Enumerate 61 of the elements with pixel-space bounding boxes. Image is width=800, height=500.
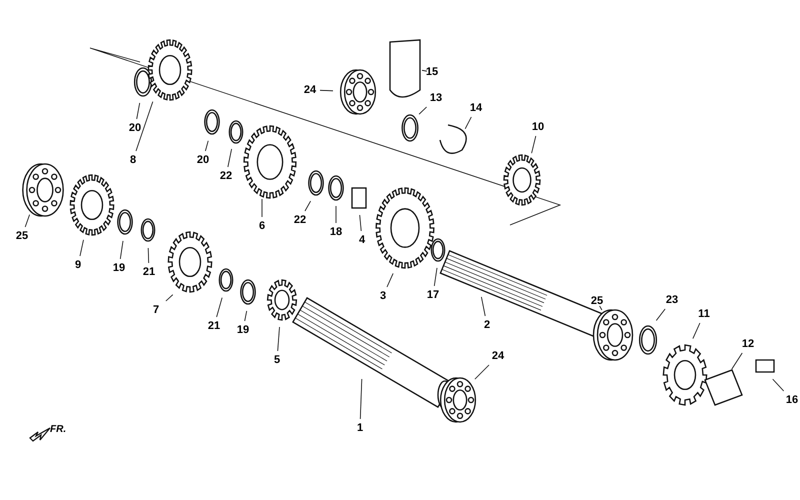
leader-line <box>531 136 536 154</box>
leader-line <box>434 268 438 286</box>
leader-line <box>464 116 472 130</box>
callout-number: 21 <box>208 320 220 332</box>
callout-number: 22 <box>294 214 306 226</box>
callout-number: 8 <box>130 154 136 166</box>
callout-number: 19 <box>112 262 126 274</box>
callout-number: 20 <box>128 122 142 134</box>
callout-number: 10 <box>532 121 544 133</box>
leader-line <box>148 248 150 264</box>
leader-line <box>360 378 362 420</box>
leader-line <box>216 297 222 318</box>
callout-number: 20 <box>196 154 210 166</box>
leader-line <box>80 239 84 256</box>
callout-number: 2 <box>484 319 490 331</box>
leader-line <box>320 90 334 92</box>
leader-line <box>244 310 248 322</box>
leader-line <box>422 70 428 72</box>
callout-number: 15 <box>426 66 438 78</box>
leader-line <box>136 102 140 120</box>
leader-line <box>24 214 30 228</box>
callout-number: 25 <box>590 295 604 307</box>
direction-label: FR. <box>50 424 66 435</box>
callout-number: 5 <box>274 354 280 366</box>
callout-number: 24 <box>304 84 316 96</box>
callout-number: 14 <box>470 102 482 114</box>
callout-number: 13 <box>430 92 442 104</box>
callout-number: 17 <box>426 289 440 301</box>
callout-number: 16 <box>786 394 798 406</box>
leader-line <box>277 326 280 352</box>
callout-number: 6 <box>258 220 266 232</box>
callout-number: 3 <box>380 290 386 302</box>
leader-line <box>772 378 784 392</box>
leader-line <box>205 140 209 152</box>
leader-line <box>304 200 311 212</box>
leader-line <box>481 296 486 316</box>
leader-line <box>656 308 666 321</box>
callout-number: 12 <box>742 338 754 350</box>
leader-line <box>120 240 124 260</box>
callout-number: 21 <box>142 266 156 278</box>
leader-line <box>599 306 602 310</box>
leader-line <box>418 106 427 115</box>
leader-line <box>474 364 490 380</box>
callout-number: 25 <box>16 230 28 242</box>
callout-number: 7 <box>152 304 160 316</box>
callout-number: 22 <box>220 170 232 182</box>
callout-number: 4 <box>358 234 366 246</box>
leader-line <box>228 148 232 168</box>
callout-number: 24 <box>492 350 504 362</box>
leader-line <box>359 214 362 232</box>
callout-number: 18 <box>330 226 342 238</box>
leader-line <box>136 101 154 152</box>
leader-line <box>386 273 394 288</box>
callout-number: 19 <box>236 324 250 336</box>
leader-line <box>166 294 174 302</box>
leader-line <box>731 352 743 370</box>
leader-line <box>692 322 700 339</box>
callout-number: 11 <box>698 308 710 320</box>
callout-number: 23 <box>666 294 678 306</box>
callout-number: 1 <box>356 422 364 434</box>
callout-number: 9 <box>74 259 82 271</box>
